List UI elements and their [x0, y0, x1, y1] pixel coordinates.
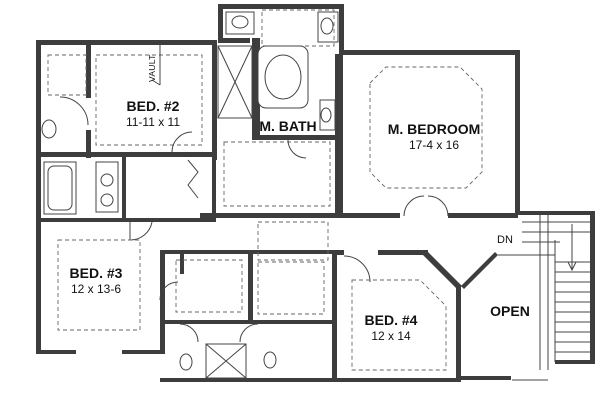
stair-down-label: DN — [497, 234, 513, 246]
open-name: OPEN — [490, 303, 530, 319]
mbed-dims: 17-4 x 16 — [409, 138, 459, 152]
bed3-name: BED. #3 — [70, 265, 123, 281]
bed3-dims: 12 x 13-6 — [71, 282, 121, 296]
bed2-dims: 11-11 x 11 — [126, 115, 180, 129]
bed2-name: BED. #2 — [127, 98, 180, 114]
walls — [36, 4, 595, 382]
mbath-name: M. BATH — [259, 118, 316, 134]
vault-label: VAULT — [147, 54, 157, 82]
bed4-dims: 12 x 14 — [371, 329, 411, 343]
mbed-name: M. BEDROOM — [388, 121, 481, 137]
bed4-name: BED. #4 — [365, 312, 418, 328]
interior-lines — [41, 9, 590, 381]
labels: VAULT BED. #2 11-11 x 11 M. BATH M. BEDR… — [70, 54, 530, 343]
